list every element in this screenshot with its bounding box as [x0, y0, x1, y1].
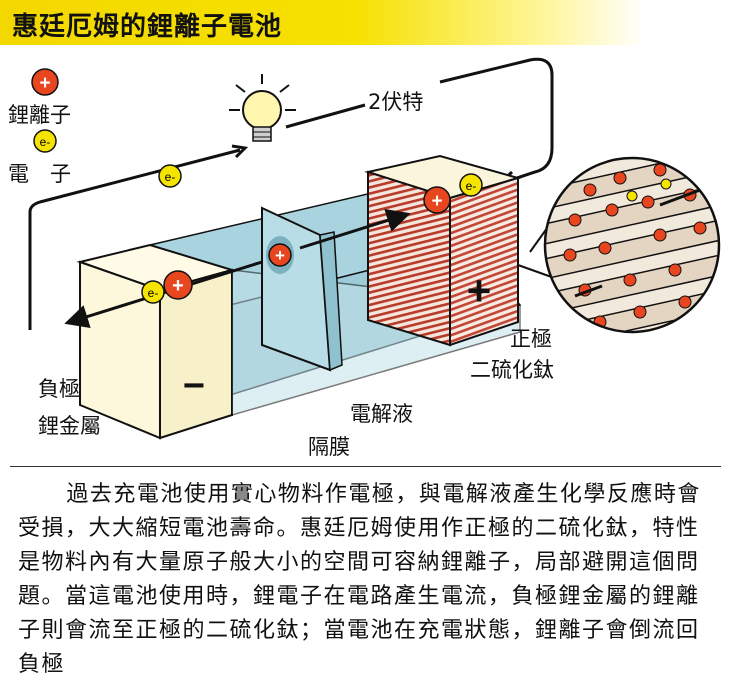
ion-at-separator: + — [266, 236, 294, 274]
description-paragraph: 過去充電池使用實心物料作電極，與電解液產生化學反應時會受損，大大縮短電池壽命。惠… — [18, 482, 701, 677]
divider — [10, 466, 721, 467]
legend-electron-icon: e- — [33, 129, 57, 153]
light-bulb-icon — [229, 74, 296, 142]
electrolyte-label: 電解液 — [350, 402, 413, 426]
ion-in-cathode: + — [423, 186, 451, 214]
battery-diagram: e- e- + + + e- + − — [0, 45, 730, 460]
svg-text:e-: e- — [466, 179, 477, 193]
voltage-label: 2伏特 — [368, 90, 424, 114]
svg-text:e-: e- — [165, 170, 176, 184]
legend-electron-label: 電 子 — [8, 162, 71, 186]
title-bar: 惠廷厄姆的鋰離子電池 — [0, 0, 646, 45]
svg-text:+: + — [172, 275, 184, 297]
legend-ion-label: 鋰離子 — [8, 103, 71, 127]
electron-in-cathode: e- — [459, 173, 483, 197]
positive-material-label: 二硫化鈦 — [470, 358, 554, 382]
electron-in-anode: e- — [141, 280, 165, 304]
positive-electrode-block — [364, 154, 522, 347]
negative-material-label: 鋰金屬 — [38, 414, 101, 438]
negative-title-label: 負極 — [38, 377, 80, 401]
legend-ion-icon: + — [31, 68, 59, 96]
circuit-wire — [28, 148, 241, 330]
magnified-inset — [517, 156, 721, 334]
negative-electrode-block — [76, 243, 236, 440]
svg-text:+: + — [39, 73, 50, 94]
negative-sign: − — [183, 365, 205, 407]
page-title: 惠廷厄姆的鋰離子電池 — [12, 12, 283, 42]
svg-text:+: + — [431, 191, 442, 212]
positive-sign: + — [467, 267, 492, 314]
svg-text:e-: e- — [148, 286, 159, 300]
svg-text:+: + — [275, 246, 285, 265]
separator-label: 隔膜 — [308, 435, 350, 459]
positive-title-label: 正極 — [510, 327, 552, 351]
separator-membrane — [261, 206, 343, 372]
ion-in-anode: + — [163, 270, 193, 300]
svg-text:e-: e- — [40, 135, 51, 149]
electron-on-wire: e- — [158, 164, 182, 188]
battery-illustration: e- e- + + + e- + − — [28, 57, 721, 440]
